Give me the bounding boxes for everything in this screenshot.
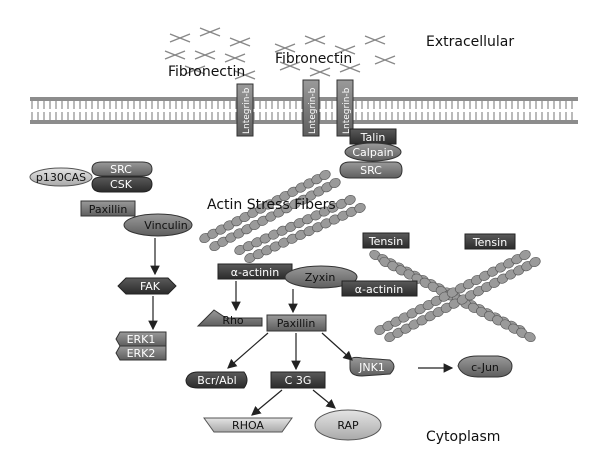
vinculin-label: Vinculin [144,219,187,232]
alpha-actinin-node-2: α-actinin [341,280,418,297]
calpain-label: Calpain [352,146,393,159]
jnk1-label: JNK1 [358,361,385,374]
cytoplasm-label: Cytoplasm [426,429,500,445]
paxillin-top-label: Paxillin [89,203,128,216]
signaling-arrows [148,238,454,416]
actin-stress-fibers [199,169,541,343]
integrin-label-1: Lntegrin-b [242,87,252,134]
erk1-node: ERK1 [115,331,167,347]
csk-label: CSK [110,178,133,191]
arrow-c3g-rap [312,389,336,409]
csk-node: CSK [91,176,153,193]
rho-label: Rho [222,314,244,327]
c3g-node: C 3G [270,371,326,389]
rap-label: RAP [337,419,359,432]
rho-node: Rho [196,309,263,327]
fibronectin-label-2: Fibronectin [275,51,352,67]
actin-stress-fibers-label: Actin Stress Fibers [207,197,336,213]
src-right-label: SRC [360,164,382,177]
arrow-paxillin-jnk1 [321,332,353,361]
erk2-node: ERK2 [115,345,167,361]
paxillin-mid-label: Paxillin [277,317,316,330]
integrin-receptor-2: Lntegrin-b [302,79,320,137]
fibronectin-label-1: Fibronectin [168,64,245,80]
jnk1-node: JNK1 [349,356,395,377]
calpain-node: Calpain [344,142,402,162]
zyxin-node: Zyxin [284,265,358,289]
tensin-node-2: Tensin [464,233,516,250]
src-left-label: SRC [110,163,132,176]
fibronectin-matrix [164,27,396,80]
src-right-node: SRC [339,161,403,179]
fak-node: FAK [117,277,177,295]
rhoa-node: RHOA [203,417,293,433]
rap-node: RAP [314,409,382,441]
arrow-paxillin-bcrabl [227,332,269,369]
tensin-label-2: Tensin [472,236,507,249]
fak-label: FAK [140,280,161,293]
p130cas-label: p130CAS [36,171,86,184]
erk1-label: ERK1 [127,333,156,346]
p130cas-node: p130CAS [29,167,93,187]
bcr-abl-label: Bcr/Abl [197,374,236,387]
zyxin-label: Zyxin [305,271,336,284]
paxillin-mid-node: Paxillin [266,314,327,332]
tensin-label-1: Tensin [368,235,403,248]
talin-node: Talin [349,128,397,145]
tensin-node-1: Tensin [362,232,410,249]
alpha-actinin-label-1: α-actinin [231,266,279,279]
cjun-node: c-Jun [457,355,513,378]
cjun-label: c-Jun [471,361,499,374]
erk2-label: ERK2 [127,347,156,360]
c3g-label: C 3G [285,374,312,387]
alpha-actinin-node-1: α-actinin [217,263,293,280]
extracellular-label: Extracellular [426,34,514,50]
integrin-label-2: Lntegrin-b [308,87,318,134]
integrin-label-3: Lntegrin-b [342,87,352,134]
rhoa-label: RHOA [232,419,264,432]
bcr-abl-node: Bcr/Abl [185,371,248,389]
integrin-receptor-1: Lntegrin-b [236,83,254,137]
talin-label: Talin [360,131,386,144]
paxillin-top-node: Paxillin [80,200,136,217]
alpha-actinin-label-2: α-actinin [355,283,403,296]
arrow-c3g-rhoa [251,389,283,416]
src-left-node: SRC [91,161,153,177]
vinculin-node: Vinculin [123,213,193,237]
integrin-receptor-3: Lntegrin-b [336,79,354,137]
